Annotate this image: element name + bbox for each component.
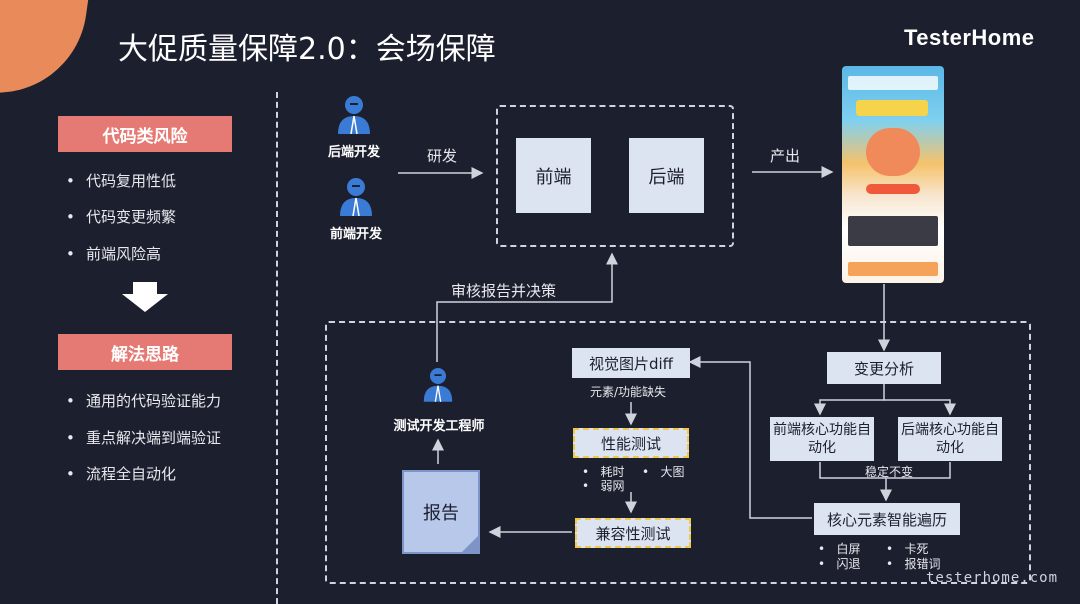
change-analysis-box: 变更分析 — [827, 352, 941, 384]
risk-title: 代码类风险 — [58, 116, 232, 152]
traverse-box: 核心元素智能遍历 — [814, 503, 960, 535]
brand-logo: TesterHome — [904, 25, 1035, 50]
frontend-dev-label: 前端开发 — [329, 227, 382, 242]
output-label: 产出 — [770, 147, 801, 165]
solution-item: •流程全自动化 — [66, 465, 177, 483]
perf-item: • 耗时 — [582, 465, 625, 479]
visual-diff-box: 视觉图片diff — [572, 348, 690, 378]
tester-label: 测试开发工程师 — [393, 419, 485, 434]
solution-item: •重点解决端到端验证 — [66, 429, 222, 447]
traverse-item: • 报错词 — [886, 557, 941, 571]
traverse-item: • 卡死 — [886, 542, 929, 556]
traverse-item: • 闪退 — [818, 557, 861, 571]
phone-screenshot — [842, 66, 944, 283]
dev-group-box — [496, 105, 734, 247]
visual-sub-label: 元素/功能缺失 — [590, 385, 667, 399]
perf-item: • 弱网 — [582, 479, 625, 493]
solution-title: 解法思路 — [58, 334, 232, 370]
backend-box: 后端 — [629, 138, 704, 213]
document-icon — [462, 536, 478, 552]
develop-label: 研发 — [427, 147, 458, 165]
report-document: 报告 — [402, 470, 480, 554]
test-group-box — [325, 321, 1031, 584]
perf-item: • 大图 — [642, 465, 685, 479]
risk-item: •前端风险高 — [66, 245, 162, 263]
fe-auto-box: 前端核心功能自动化 — [770, 417, 874, 461]
compat-test-box: 兼容性测试 — [575, 518, 691, 548]
frontend-box: 前端 — [516, 138, 591, 213]
risk-item: •代码变更频繁 — [66, 208, 177, 226]
backend-dev-label: 后端开发 — [327, 145, 380, 160]
section-divider — [276, 92, 278, 604]
person-icon — [338, 96, 370, 134]
person-icon — [340, 178, 372, 216]
report-label: 报告 — [423, 503, 459, 524]
risk-item: •代码复用性低 — [66, 172, 177, 190]
page-title: 大促质量保障2.0：会场保障 — [118, 32, 496, 67]
down-arrow-icon — [122, 282, 168, 312]
review-label: 审核报告并决策 — [451, 282, 557, 300]
stable-label: 稳定不变 — [865, 465, 914, 479]
watermark: testerhome.com — [926, 570, 1059, 586]
perf-test-box: 性能测试 — [573, 428, 689, 458]
solution-item: •通用的代码验证能力 — [66, 392, 222, 410]
person-icon — [423, 368, 453, 402]
traverse-item: • 白屏 — [818, 542, 861, 556]
be-auto-box: 后端核心功能自动化 — [898, 417, 1002, 461]
